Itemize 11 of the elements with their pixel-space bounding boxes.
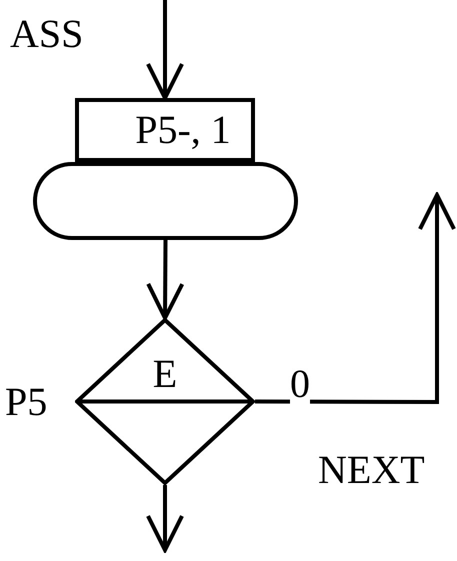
label-text: ASS bbox=[10, 14, 84, 54]
arrow bbox=[146, 240, 184, 320]
process-box bbox=[75, 98, 255, 162]
arrow bbox=[146, 0, 184, 100]
node-caption: P5 bbox=[5, 382, 48, 422]
node-text: P5-, 1 bbox=[135, 110, 231, 150]
arrow bbox=[255, 193, 456, 404]
arrow bbox=[146, 485, 184, 552]
label-text: NEXT bbox=[318, 450, 425, 490]
decision-diamond bbox=[75, 318, 255, 485]
node-text: E bbox=[152, 354, 178, 394]
